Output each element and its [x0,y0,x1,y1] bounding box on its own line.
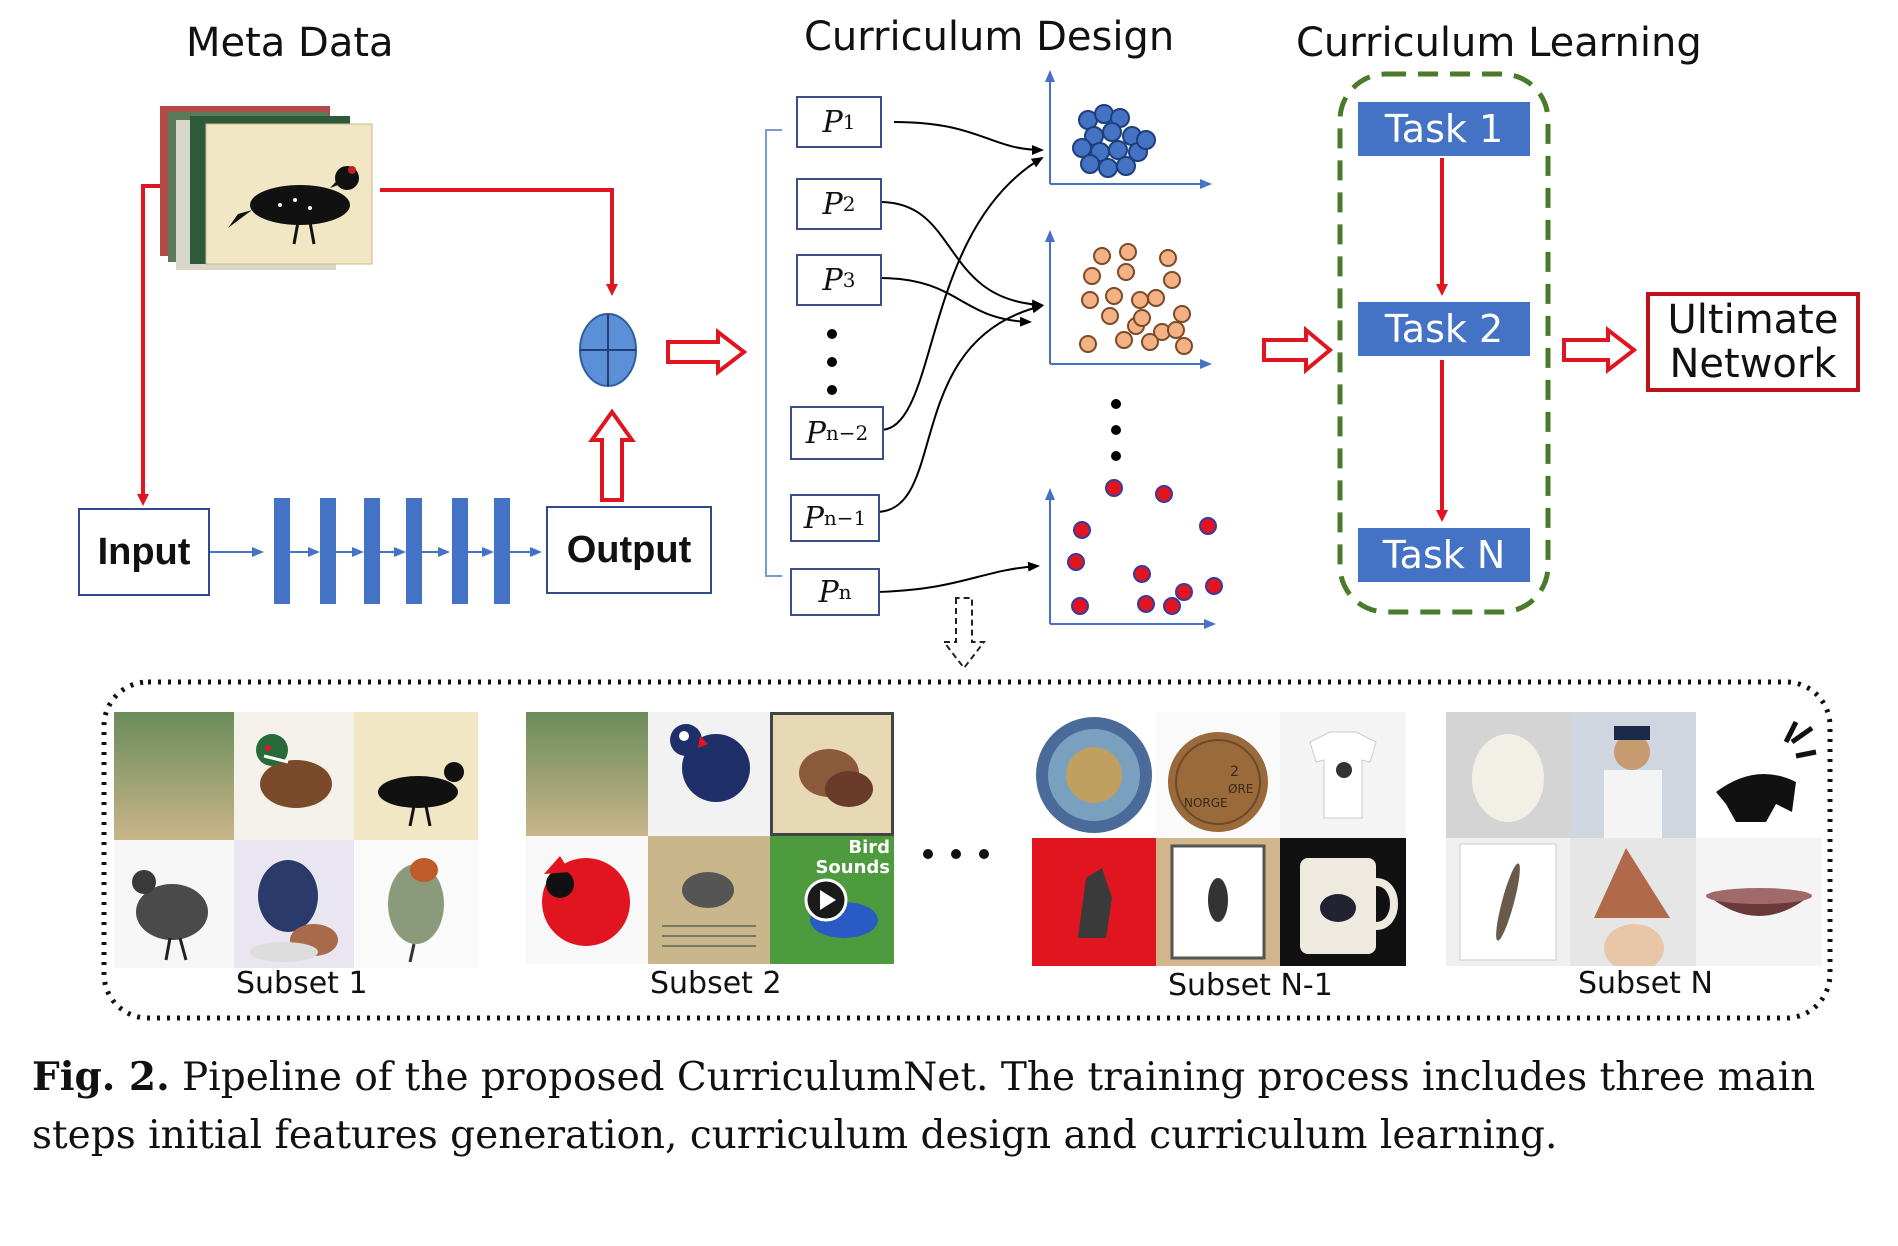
thumb-image: NORGE 2 ØRE [1156,712,1280,838]
thumb-image [526,836,648,964]
subset-2-caption: Subset 2 [650,966,782,1001]
figure-caption: Fig. 2. Pipeline of the proposed Curricu… [32,1048,1892,1165]
thumb-image [1280,838,1406,966]
curriculum-learning-title: Curriculum Learning [1296,20,1702,66]
meta-data-title: Meta Data [186,20,394,66]
subset-n-1-caption: Subset N-1 [1168,968,1333,1003]
pipeline-diagram [137,70,1638,670]
input-box: Input [78,508,210,596]
thumb-image [234,712,354,840]
output-to-fusion-arrow [588,408,636,502]
coin-text-norge: NORGE [1184,796,1228,810]
curriculum-design-title: Curriculum Design [804,14,1175,60]
partition-connectors [875,121,1044,593]
thumb-image [770,712,894,836]
bird-line2: Sounds [815,857,890,878]
feature-fusion-icon [579,313,637,387]
caption-text: Pipeline of the proposed CurriculumNet. … [32,1055,1816,1158]
coin-text-two: 2 [1230,764,1239,780]
thumb-image [1696,838,1822,966]
thumb-image [1032,838,1156,966]
thumb-image [1446,838,1570,966]
thumb-image [526,712,648,836]
cluster-plot-3 [1045,479,1223,629]
thumb-image [354,712,478,840]
thumb-image [1156,838,1280,966]
thumb-image [1032,712,1156,838]
learning-to-network-arrow [1562,325,1638,375]
ultimate-line2: Network [1669,341,1837,387]
thumb-image [114,712,234,840]
fusion-to-design-arrow [666,327,748,377]
bird-line1: Bird [848,837,890,858]
bird-sounds-text: Bird Sounds [815,838,890,878]
subset-ellipsis [923,849,989,859]
thumb-image [234,840,354,968]
subset-n-caption: Subset N [1578,966,1713,1001]
cluster-plot-1 [1045,70,1212,189]
cnn-layers [210,498,542,604]
ultimate-network-box: Ultimate Network [1646,292,1860,392]
task-box: Task 2 [1358,302,1530,356]
to-subsets-arrow [941,597,987,670]
subset-1-caption: Subset 1 [236,966,368,1001]
ultimate-line1: Ultimate [1667,297,1839,343]
bird-icon [228,166,359,245]
subsets-panel [101,679,1833,1021]
meta-data-image-stack [160,106,373,270]
caption-label: Fig. 2. [32,1054,170,1100]
thumb-image [1280,712,1406,838]
coin-text-ore: ØRE [1228,782,1254,796]
thumb-image [114,840,234,968]
cluster-plot-2 [1045,230,1212,369]
task-box: Task 1 [1358,102,1530,156]
partition-bracket [765,129,782,577]
thumb-image [1570,712,1696,838]
thumb-image [354,840,478,968]
design-to-learning-arrow [1262,325,1334,375]
thumb-image [1570,838,1696,966]
task-box: Task N [1358,528,1530,582]
thumb-image [1696,712,1822,838]
thumb-image: Bird Sounds [770,836,894,964]
output-box: Output [546,506,712,594]
thumb-image [648,712,770,836]
thumb-image [1446,712,1570,838]
thumb-image [648,836,770,964]
